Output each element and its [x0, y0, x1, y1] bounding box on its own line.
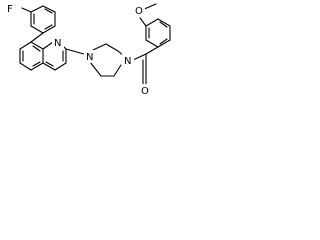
quinoline-nitrogen-label: N [54, 38, 61, 49]
bond [157, 39, 171, 48]
bond [19, 41, 32, 50]
piperazine-nitrogen-left-label: N [86, 52, 93, 63]
bond [32, 45, 41, 52]
bond [89, 61, 102, 77]
bond [42, 5, 56, 13]
bond [30, 5, 44, 13]
bond [113, 64, 122, 77]
bond [105, 43, 119, 52]
bond [42, 25, 56, 34]
bond [30, 41, 44, 50]
bond [65, 48, 85, 55]
bond [145, 46, 159, 55]
fluorine-label: F [7, 4, 13, 15]
bond [45, 61, 54, 67]
bond [54, 62, 67, 71]
bond [32, 61, 41, 67]
bond [42, 62, 56, 71]
bond [92, 43, 107, 51]
bond [30, 62, 44, 71]
bond [159, 38, 168, 45]
molecule-structure: F N N N O O [3, 2, 171, 97]
bond [30, 32, 44, 43]
atom-labels: F N N N O O [3, 2, 151, 97]
bond [42, 41, 54, 50]
fluorophenyl-ring [21, 5, 56, 34]
bond [19, 62, 32, 71]
bond [21, 7, 32, 13]
methoxyphenyl-ring [139, 3, 171, 55]
bond [132, 53, 147, 61]
bond [30, 25, 44, 34]
piperazine-nitrogen-right-label: N [124, 56, 131, 67]
bond [145, 18, 159, 27]
quinoline-ring [19, 32, 67, 71]
bond [159, 21, 168, 28]
piperazine-ring [89, 43, 125, 77]
bond [44, 8, 53, 14]
bond [145, 39, 159, 48]
bond [44, 24, 53, 30]
carbonyl-oxygen-label: O [141, 86, 149, 97]
bond [139, 17, 147, 27]
bond [157, 18, 171, 27]
carbonyl-group [132, 53, 147, 85]
methoxy-oxygen-label: O [135, 6, 143, 17]
